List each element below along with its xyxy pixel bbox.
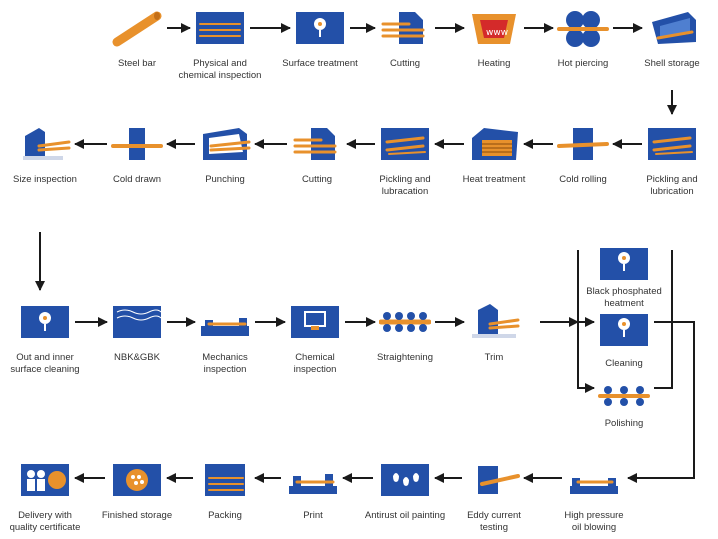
process-step: Cold drawn bbox=[87, 124, 187, 186]
step-label: Steel bar bbox=[117, 58, 157, 69]
phosphating-icon bbox=[598, 244, 650, 284]
process-step: Size inspection bbox=[0, 124, 95, 186]
step-label: Cutting bbox=[301, 174, 333, 185]
process-step: Packing bbox=[175, 460, 275, 522]
trim-icon bbox=[468, 302, 520, 342]
straightening-icon bbox=[379, 302, 431, 342]
oil-painting-icon bbox=[379, 460, 431, 500]
svg-text:www: www bbox=[486, 28, 508, 38]
step-label: Packing bbox=[208, 510, 242, 521]
step-label: Print bbox=[303, 510, 323, 521]
cold-drawn-icon bbox=[111, 124, 163, 164]
step-label: Straightening bbox=[377, 352, 433, 363]
cold-rolling-icon bbox=[557, 124, 609, 164]
branch-label: Cleaning bbox=[605, 358, 643, 369]
process-step: Hot piercing bbox=[533, 8, 633, 70]
cutting-icon bbox=[291, 124, 343, 164]
step-label: Shell storage bbox=[644, 58, 700, 69]
process-step: Steel bar bbox=[87, 8, 187, 70]
print-icon bbox=[287, 460, 339, 500]
cutting-icon bbox=[379, 8, 431, 48]
surface-treatment-icon bbox=[294, 8, 346, 48]
pickling-icon bbox=[379, 124, 431, 164]
finished-storage-icon bbox=[111, 460, 163, 500]
branch-label: Polishing bbox=[604, 418, 644, 429]
cleaning-icon bbox=[598, 310, 650, 350]
packing-icon bbox=[199, 460, 251, 500]
chemical-inspection-icon bbox=[289, 302, 341, 342]
pickling-icon bbox=[646, 124, 698, 164]
eddy-current-icon bbox=[468, 460, 520, 500]
process-step: Surface treatment bbox=[270, 8, 370, 70]
step-label: Cutting bbox=[389, 58, 421, 69]
inspection-icon bbox=[194, 8, 246, 48]
step-label: Cold rolling bbox=[559, 174, 607, 185]
step-label: Heat treatment bbox=[462, 174, 526, 185]
step-label: Trim bbox=[484, 352, 504, 363]
step-label: Surface treatment bbox=[282, 58, 358, 69]
step-label: Cold drawn bbox=[112, 174, 162, 185]
process-step: Cold rolling bbox=[533, 124, 633, 186]
heating-furnace-icon: www bbox=[468, 8, 520, 48]
polishing-icon bbox=[598, 376, 650, 416]
heat-treatment-icon bbox=[468, 124, 520, 164]
step-label: Hot piercing bbox=[557, 58, 609, 69]
step-label: Size inspection bbox=[13, 174, 77, 185]
process-step: Antirust oil painting bbox=[355, 460, 455, 522]
oil-blowing-icon bbox=[568, 460, 620, 500]
process-step: Punching bbox=[175, 124, 275, 186]
nbk-gbk-icon bbox=[111, 302, 163, 342]
process-step: Shell storage bbox=[622, 8, 718, 70]
steel-bar-icon bbox=[111, 8, 163, 48]
step-label: Antirust oil painting bbox=[364, 510, 446, 521]
hot-piercing-icon bbox=[557, 8, 609, 48]
process-step: Finished storage bbox=[87, 460, 187, 522]
step-label: Punching bbox=[205, 174, 245, 185]
surface-cleaning-icon bbox=[19, 302, 71, 342]
process-step: Print bbox=[263, 460, 363, 522]
delivery-icon bbox=[19, 460, 71, 500]
step-label: NBK&GBK bbox=[114, 352, 160, 363]
shell-storage-icon bbox=[646, 8, 698, 48]
step-label: Finished storage bbox=[101, 510, 173, 521]
flow-arrow bbox=[654, 250, 673, 389]
process-step: Trim bbox=[444, 302, 544, 364]
process-step: Straightening bbox=[355, 302, 455, 364]
flow-arrow bbox=[577, 250, 595, 393]
flow-arrow bbox=[627, 321, 695, 483]
mechanics-inspection-icon bbox=[199, 302, 251, 342]
size-inspection-icon bbox=[19, 124, 71, 164]
process-step: Heat treatment bbox=[444, 124, 544, 186]
punching-icon bbox=[199, 124, 251, 164]
process-step: Cutting bbox=[355, 8, 455, 70]
process-step: Cutting bbox=[267, 124, 367, 186]
process-step: NBK&GBK bbox=[87, 302, 187, 364]
step-label: Heating bbox=[477, 58, 511, 69]
